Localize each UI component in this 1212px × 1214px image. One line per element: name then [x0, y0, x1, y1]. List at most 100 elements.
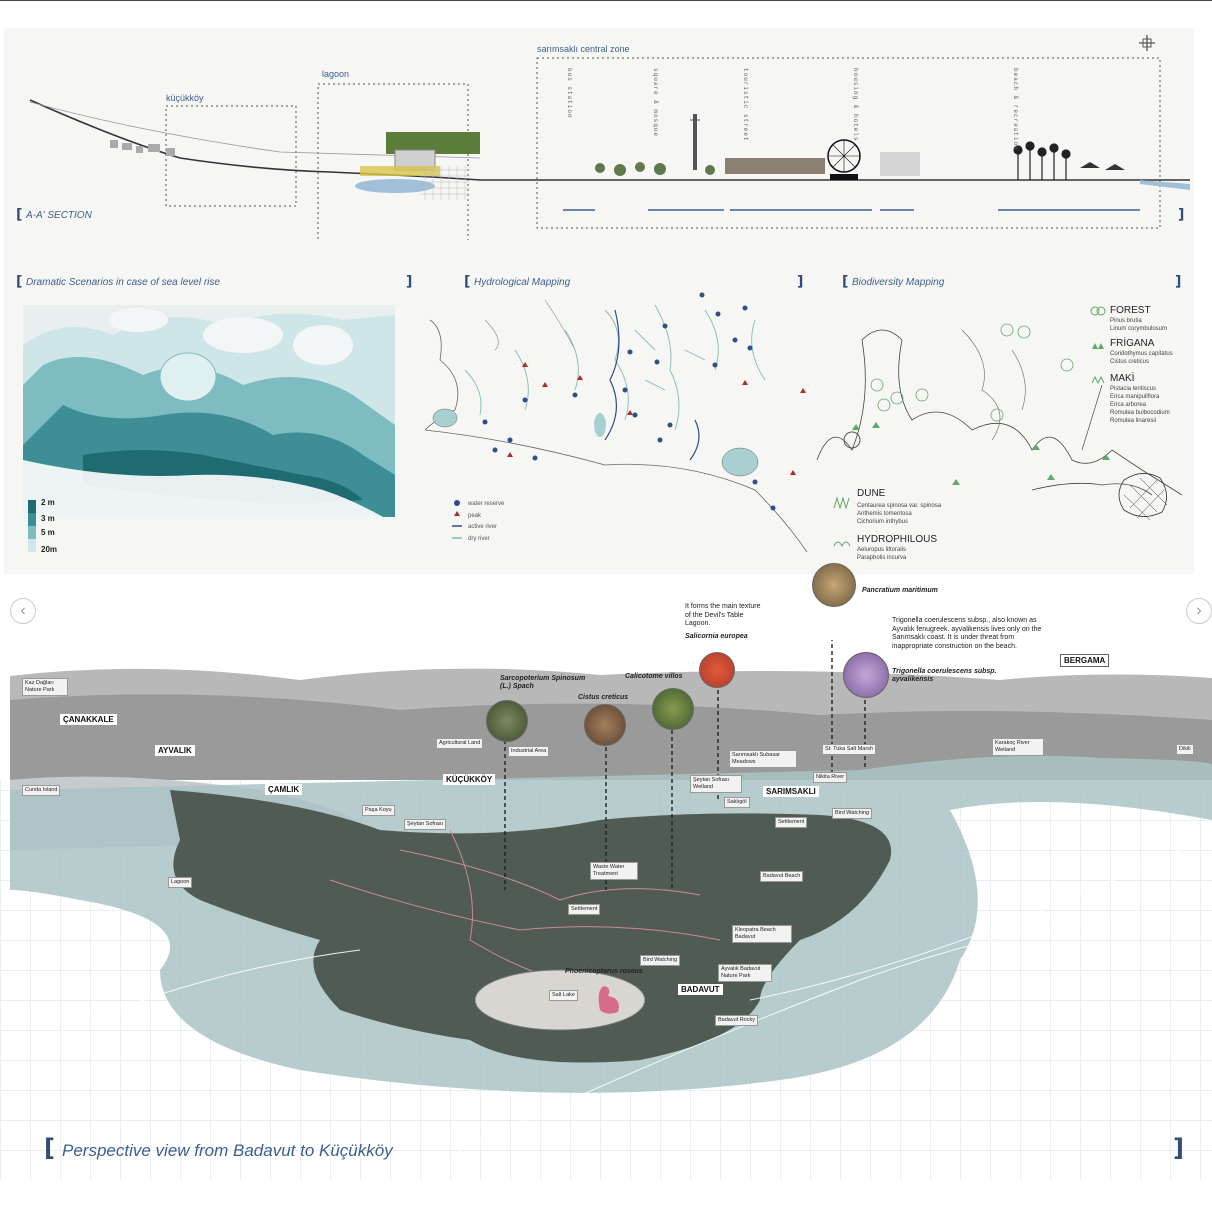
- bio-legend-icons-2: [833, 496, 851, 548]
- zone-label-kucukkoy: küçükköy: [166, 93, 204, 103]
- bio-forest-heading: FOREST: [1110, 305, 1151, 316]
- photo-calicotome: [652, 688, 694, 730]
- species-pancratium: Pancratium maritimum: [862, 587, 938, 594]
- bio-maki-heading: MAKİ: [1110, 373, 1135, 384]
- scale-5m: 5 m: [41, 528, 55, 537]
- bio-maki-sp4: Romulea bulbocodium: [1110, 410, 1170, 416]
- hydro-title-bracket: [: [464, 274, 471, 290]
- vertical-label-square-mosque: square & mosque: [652, 68, 659, 138]
- hydro-legend-dry: dry river: [468, 536, 490, 542]
- note-trigonella: Trigonella coerulescens subsp., also kno…: [892, 617, 1042, 650]
- hydro-title-bracket-right: ]: [797, 274, 804, 290]
- label-badavut-beach: Badavut Beach: [760, 871, 804, 882]
- photo-salicornia: [699, 652, 735, 688]
- label-seytan-sofrasi: Şeytan Sofrası: [404, 819, 447, 830]
- bio-dune-sp1: Centaurea spinosa var. spinosa: [857, 503, 942, 509]
- bio-dune-sp2: Anthemis tomentosa: [857, 511, 912, 517]
- bio-forest-sp1: Pinus brutia: [1110, 318, 1142, 324]
- label-st-tuka: St. Tuka Salt Marsh: [822, 744, 876, 755]
- vertical-label-touristic-street: touristic street: [742, 68, 749, 142]
- bio-frigana-sp2: Cistus creticus: [1110, 359, 1150, 365]
- label-lagoon: Lagoon: [168, 877, 193, 888]
- place-sarimsakli: SARIMSAKLI: [763, 786, 819, 797]
- label-badavut-rocky: Badavut Rocky: [715, 1015, 758, 1026]
- bio-dune-sp3: Cichorium inthybus: [857, 519, 909, 525]
- crosshair-icon[interactable]: [1138, 34, 1156, 52]
- bio-hydro-heading: HYDROPHILOUS: [857, 534, 938, 545]
- footer-bracket-right: ]: [1173, 1134, 1184, 1162]
- vertical-label-beach-recreation: beach & recreation: [1012, 68, 1019, 151]
- hydro-legend-symbols: [452, 500, 462, 539]
- hydro-legend-peak: peak: [468, 513, 482, 519]
- sea-level-scale-bar: [28, 500, 36, 552]
- zone-label-central: sarımsaklı central zone: [537, 44, 630, 54]
- label-salt-lake: Salt Lake: [549, 990, 578, 1001]
- bio-hydro-sp1: Aeluropus littoralis: [857, 547, 907, 553]
- label-kleopatra: Kleopatra Beach Badavut: [732, 925, 792, 943]
- species-calicotome: Calicotome villos: [625, 673, 683, 680]
- hydro-legend-water: water reserve: [468, 501, 505, 507]
- top-border-line: [0, 0, 1212, 1]
- sea-title-bracket-right: ]: [406, 274, 413, 290]
- species-trigonella: Trigonella coerulescens subsp. ayvaliken…: [892, 668, 997, 683]
- label-sarimsakli-meadows: Sarımsaklı Subasar Meadows: [729, 750, 797, 768]
- photo-sarcopoterium: [486, 700, 528, 742]
- label-nikita-river: Nikita River: [813, 772, 848, 783]
- place-bergama: BERGAMA: [1060, 654, 1110, 667]
- label-waste-water: Waste Water Treatment: [590, 862, 638, 880]
- bio-legend-icons: [1090, 306, 1106, 385]
- section-drawing: [29, 57, 1190, 240]
- label-cunda: Cunda Island: [22, 785, 61, 796]
- label-settlement-2: Settlement: [775, 817, 808, 828]
- photo-cistus: [584, 704, 626, 746]
- zone-label-lagoon: lagoon: [322, 69, 350, 79]
- hydro-map: [425, 292, 808, 552]
- prev-button[interactable]: ‹: [10, 598, 36, 624]
- scale-3m: 3 m: [41, 514, 55, 523]
- section-bracket-right: ]: [1178, 207, 1185, 223]
- label-agricultural: Agricultural Land: [436, 738, 484, 749]
- place-canakkale: ÇANAKKALE: [60, 714, 117, 725]
- label-ayvalik-badavut: Ayvalık Badavut Nature Park: [718, 964, 772, 982]
- photo-pancratium: [812, 563, 856, 607]
- label-bird-watching-1: Bird Watching: [832, 808, 873, 819]
- section-title-bracket-left: [: [16, 207, 23, 223]
- label-industrial: Industrial Area: [508, 746, 550, 757]
- sea-level-map: [23, 305, 395, 517]
- place-camlik: ÇAMLIK: [265, 784, 303, 795]
- label-karakoc: Karakoç River Wetland: [992, 738, 1044, 756]
- section-title: A-A' SECTION: [26, 210, 92, 221]
- bio-maki-sp2: Erica manipuliflora: [1110, 394, 1160, 400]
- label-pasa-koyu: Paşa Koyu: [362, 805, 395, 816]
- bio-hydro-sp2: Parapholis incurva: [857, 555, 907, 561]
- bio-maki-sp5: Romulea linaresii: [1110, 418, 1157, 424]
- hydro-title: Hydrological Mapping: [474, 277, 571, 288]
- bio-dune-heading: DUNE: [857, 488, 886, 499]
- label-bird-watching-2: Bird Watching: [640, 955, 681, 966]
- label-settlement-1: Settlement: [568, 904, 601, 915]
- hydro-legend-active: active river: [468, 524, 498, 530]
- species-sarcopoterium: Sarcopoterium Spinosum (L.) Spach: [500, 675, 586, 690]
- place-ayvalik: AYVALIK: [155, 745, 195, 756]
- vertical-label-bus-station: bus station: [566, 68, 573, 119]
- scale-2m: 2 m: [41, 498, 55, 507]
- place-kucukkoy: KÜÇÜKKÖY: [443, 774, 496, 785]
- bio-forest-sp2: Linum corymbulosum: [1110, 326, 1168, 332]
- bio-title-bracket-right: ]: [1175, 274, 1182, 290]
- bio-title: Biodiversity Mapping: [852, 277, 945, 288]
- bio-title-bracket: [: [842, 274, 849, 290]
- photo-trigonella: [843, 652, 889, 698]
- biodiversity-map: [816, 323, 1182, 521]
- perspective-title: Perspective view from Badavut to Küçükkö…: [62, 1141, 393, 1160]
- next-button[interactable]: ›: [1186, 598, 1212, 624]
- footer-bracket-left: [: [44, 1134, 55, 1162]
- bio-frigana-sp1: Coridothymus capitatus: [1110, 351, 1173, 357]
- perspective-view: [0, 640, 1212, 1180]
- sea-level-title: Dramatic Scenarios in case of sea level …: [26, 277, 220, 288]
- bio-maki-sp1: Pistacia lentiscus: [1110, 386, 1157, 392]
- bio-maki-sp3: Erica arborea: [1110, 402, 1147, 408]
- species-salicornia: Salicornia europea: [685, 633, 748, 640]
- note-devils-table: It forms the main texture of the Devil's…: [685, 603, 761, 627]
- scale-20m: 20m: [41, 545, 58, 554]
- label-kaz-daglari: Kaz Dağları Nature Park: [22, 678, 68, 696]
